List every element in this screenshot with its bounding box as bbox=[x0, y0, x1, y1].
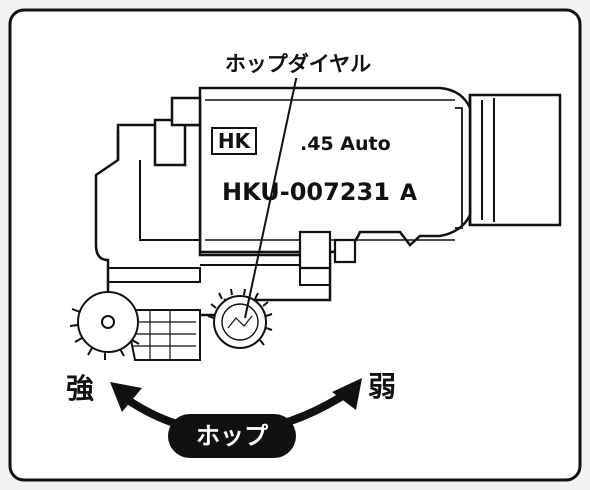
arrow-head-right bbox=[332, 378, 362, 410]
strong-label: 強 bbox=[66, 372, 94, 405]
left-gear bbox=[69, 291, 140, 360]
hop-unit-housing bbox=[94, 96, 332, 317]
gear-housing bbox=[123, 309, 201, 361]
engraving: HK .45 Auto HKU-007231 A bbox=[211, 127, 417, 206]
hop-dial-gear bbox=[207, 288, 273, 349]
hop-badge-text: ホップ bbox=[196, 422, 269, 450]
chamber-housing bbox=[198, 86, 472, 254]
arrow-head-left bbox=[110, 382, 142, 412]
callout-line bbox=[244, 69, 299, 319]
callout-label-bg bbox=[216, 52, 380, 78]
barrel bbox=[468, 93, 562, 227]
proof-mark: A bbox=[400, 181, 417, 206]
hk-logo-text: HK bbox=[218, 129, 252, 153]
hk-logo-box bbox=[211, 127, 257, 155]
weak-label: 弱 bbox=[368, 370, 396, 403]
serial-text: HKU-007231 bbox=[222, 178, 390, 206]
hop-badge-pill bbox=[168, 414, 296, 458]
hop-badge: ホップ bbox=[168, 414, 296, 458]
callout-label: ホップダイヤル bbox=[225, 52, 371, 76]
caliber-text: .45 Auto bbox=[300, 133, 391, 155]
front-latch bbox=[298, 230, 357, 270]
